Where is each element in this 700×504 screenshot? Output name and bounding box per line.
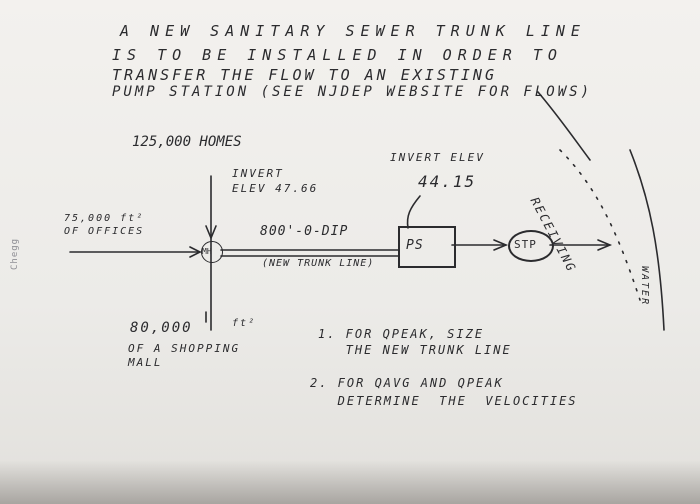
stp-label: STP [514,238,537,251]
arrow-down-icon [205,225,217,241]
arrow-right-icon [493,239,509,251]
problem-line-2: IS TO BE INSTALLED IN ORDER TO [112,46,563,64]
paper-shadow [0,460,700,504]
new-trunk-label: (NEW TRUNK LINE) [262,258,375,269]
pump-station-box [398,226,456,268]
receiving-water-bank [629,149,665,331]
arrow-right-icon [189,246,202,258]
watermark-text: Chegg [10,237,20,270]
website-leader-line [537,91,591,161]
problem-line-3: TRANSFER THE FLOW TO AN EXISTING [112,66,497,84]
invert-leader-line [406,195,421,229]
mall-area-value: 80,000 [130,320,193,336]
receiving-water-dots [559,149,641,301]
stp-symbol [508,230,554,262]
mall-area-unit: ft² [232,318,257,329]
manhole-symbol [201,241,223,263]
arrow-right-icon [597,239,613,251]
invert-right-label: INVERT ELEV [390,151,485,164]
water-label: WATER [639,266,650,307]
question-1: 1. FOR QPEAK, SIZE THE NEW TRUNK LINE [318,327,512,357]
offices-label: 75,000 ft² OF OFFICES [64,213,145,237]
invert-right-value: 44.15 [418,172,477,191]
homes-label: 125,000 HOMES [132,134,242,150]
mall-label: OF A SHOPPING MALL [128,342,241,369]
pipe-label: 800'-0-DIP [260,224,349,239]
problem-line-1: A NEW SANITARY SEWER TRUNK LINE [120,22,586,40]
pump-station-label: PS [406,238,424,253]
manhole-label: MH [202,247,212,256]
invert-left-label: INVERT ELEV 47.66 [232,167,319,195]
question-2: 2. FOR QAVG AND QPEAK DETERMINE THE VELO… [310,376,578,408]
problem-line-4: PUMP STATION (SEE NJDEP WEBSITE FOR FLOW… [112,84,593,100]
